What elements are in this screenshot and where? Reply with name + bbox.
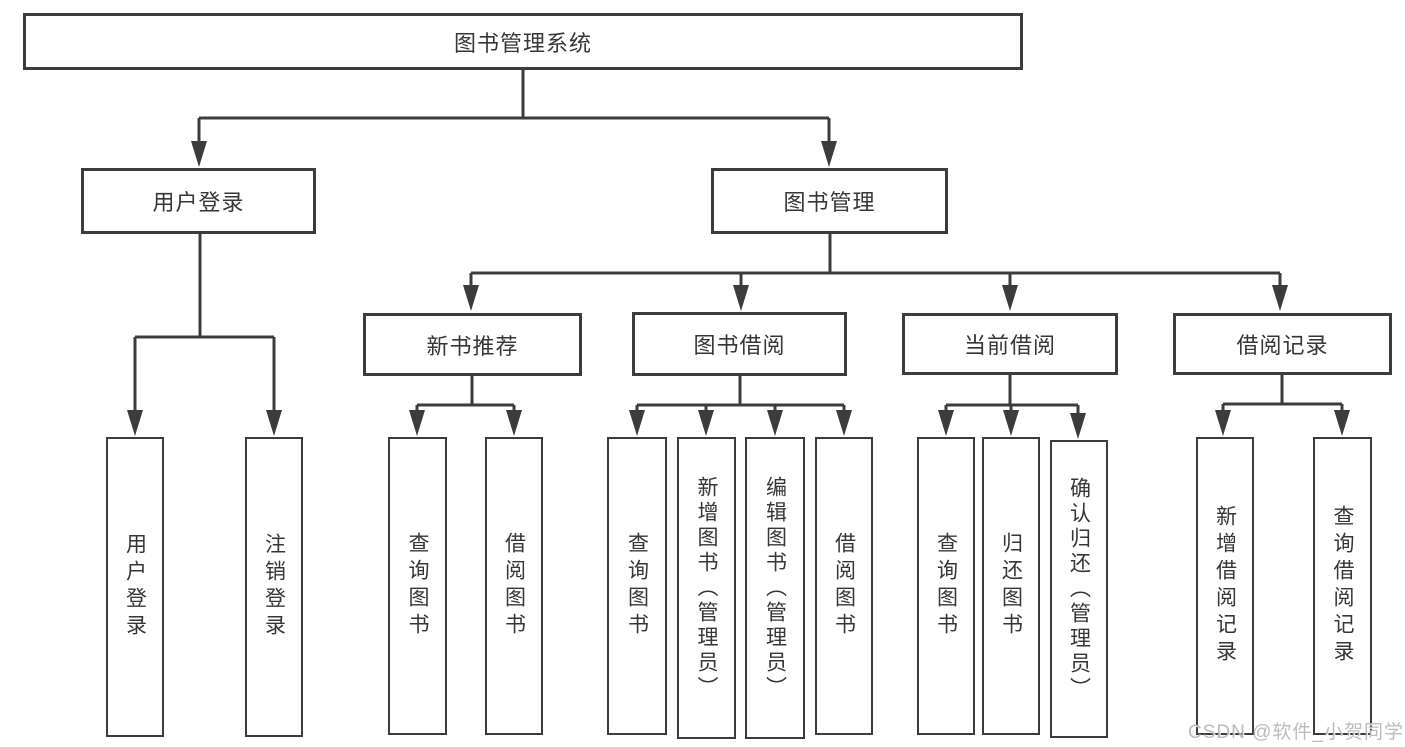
node-user-login-label: 用户登录: [152, 190, 245, 215]
leaf-return-books: 归还图书: [982, 437, 1040, 735]
node-book-borrow-label: 图书借阅: [693, 333, 786, 358]
arrowhead-icon: [733, 285, 749, 311]
arrowhead-icon: [1334, 410, 1350, 436]
node-book-management: 图书管理: [711, 168, 948, 234]
arrowhead-icon: [938, 410, 954, 436]
connector-bookborrow-to-children: [635, 376, 846, 420]
arrowhead-icon: [1272, 285, 1288, 311]
node-current-borrow-label: 当前借阅: [963, 333, 1056, 358]
node-book-borrow: 图书借阅: [632, 312, 847, 376]
leaf-query-borrow-record: 查询借阅记录: [1313, 437, 1372, 735]
arrowhead-icon: [836, 410, 852, 436]
leaf-query-books-1: 查询图书: [388, 437, 447, 735]
arrowhead-icon: [409, 410, 425, 436]
arrowhead-icon: [698, 410, 714, 436]
node-user-login: 用户登录: [81, 168, 316, 234]
arrowheads: [127, 141, 1350, 439]
arrowhead-icon: [1215, 410, 1231, 436]
node-new-book-recommend: 新书推荐: [363, 313, 582, 376]
arrowhead-icon: [191, 141, 207, 167]
connector-userlogin-to-children: [133, 234, 276, 420]
connector-bookmgmt-to-sections: [469, 234, 1282, 294]
connector-lines: [133, 70, 1344, 422]
connector-records-to-children: [1221, 375, 1344, 420]
csdn-watermark: CSDN @软件_小贺同学: [1188, 722, 1404, 743]
leaf-query-books-2: 查询图书: [607, 437, 667, 735]
arrowhead-icon: [127, 410, 143, 436]
arrowhead-icon: [266, 410, 282, 436]
arrowhead-icon: [767, 410, 783, 436]
connector-newbook-to-children: [415, 376, 516, 420]
node-book-management-label: 图书管理: [783, 190, 876, 215]
node-current-borrow: 当前借阅: [902, 313, 1118, 375]
node-borrow-records-label: 借阅记录: [1236, 333, 1329, 358]
arrowhead-icon: [1070, 413, 1086, 439]
arrowhead-icon: [629, 410, 645, 436]
arrowhead-icon: [463, 285, 479, 311]
connector-root-to-level2: [197, 70, 831, 150]
node-root-system: 图书管理系统: [23, 13, 1023, 70]
leaf-edit-books-admin: 编辑图书（管理员）: [745, 437, 805, 739]
leaf-add-books-admin: 新增图书（管理员）: [677, 437, 736, 739]
leaf-add-borrow-record: 新增借阅记录: [1196, 437, 1254, 735]
leaf-borrow-books-1: 借阅图书: [485, 437, 543, 735]
arrowhead-icon: [821, 141, 837, 167]
leaf-user-login: 用户登录: [106, 437, 164, 737]
arrowhead-icon: [1002, 285, 1018, 311]
leaf-confirm-return-admin: 确认归还（管理员）: [1050, 440, 1108, 738]
node-borrow-records: 借阅记录: [1173, 313, 1392, 375]
arrowhead-icon: [1003, 410, 1019, 436]
leaf-logout: 注销登录: [245, 437, 303, 737]
leaf-borrow-books-2: 借阅图书: [815, 437, 873, 735]
node-new-book-recommend-label: 新书推荐: [426, 333, 519, 359]
node-root-label: 图书管理系统: [453, 30, 592, 56]
leaf-query-books-3: 查询图书: [917, 437, 975, 735]
arrowhead-icon: [506, 410, 522, 436]
